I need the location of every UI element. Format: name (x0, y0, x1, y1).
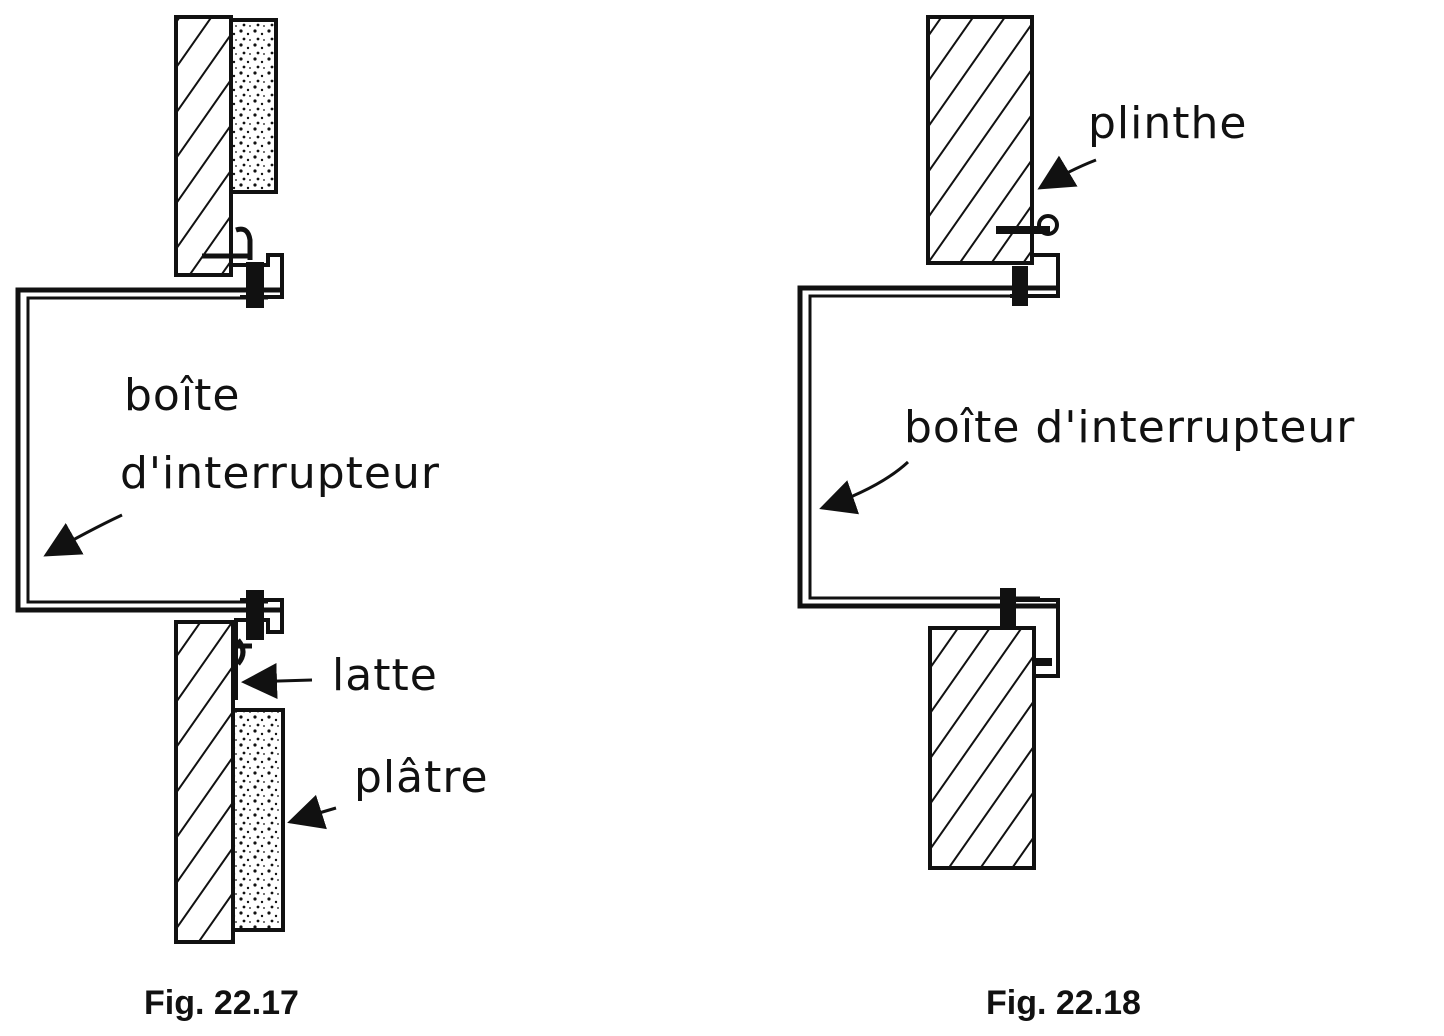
upper-baseboard (926, 15, 1034, 265)
lower-clip (246, 590, 264, 640)
label-lath: latte (332, 650, 438, 701)
arrow-baseboard-18 (1037, 155, 1097, 190)
arrow-box-18 (819, 460, 910, 515)
label-box-line2: d'interrupteur (120, 448, 440, 499)
lower-lath (174, 620, 235, 944)
switch-box-inner-18 (808, 294, 1040, 600)
label-baseboard: plinthe (1088, 98, 1248, 149)
label-plaster: plâtre (354, 752, 489, 803)
label-box-line1: boîte (124, 370, 241, 421)
caption-fig-22-17: Fig. 22.17 (144, 984, 299, 1022)
upper-clip (246, 262, 264, 308)
upper-bracket (229, 192, 284, 299)
arrow-plaster-17 (287, 794, 337, 830)
lower-bracket (234, 598, 284, 700)
lower-bracket-18 (1010, 598, 1060, 678)
upper-bolt-18 (1037, 214, 1059, 236)
upper-screw (202, 226, 253, 260)
figure-22-17 (15, 15, 337, 944)
label-box-18: boîte d'interrupteur (904, 402, 1356, 453)
upper-plaster (229, 18, 278, 194)
switch-box-profile-18 (797, 285, 1058, 609)
arrow-lath-17 (241, 663, 313, 700)
lower-clip-18 (1000, 588, 1016, 630)
upper-lath (174, 15, 233, 277)
switch-box-profile (15, 287, 282, 613)
lower-plaster (231, 708, 285, 932)
lower-baseboard (928, 626, 1036, 870)
arrow-box-17 (43, 513, 123, 557)
figure-22-18 (797, 15, 1097, 870)
switch-box-inner (26, 296, 268, 604)
caption-fig-22-18: Fig. 22.18 (986, 984, 1141, 1022)
